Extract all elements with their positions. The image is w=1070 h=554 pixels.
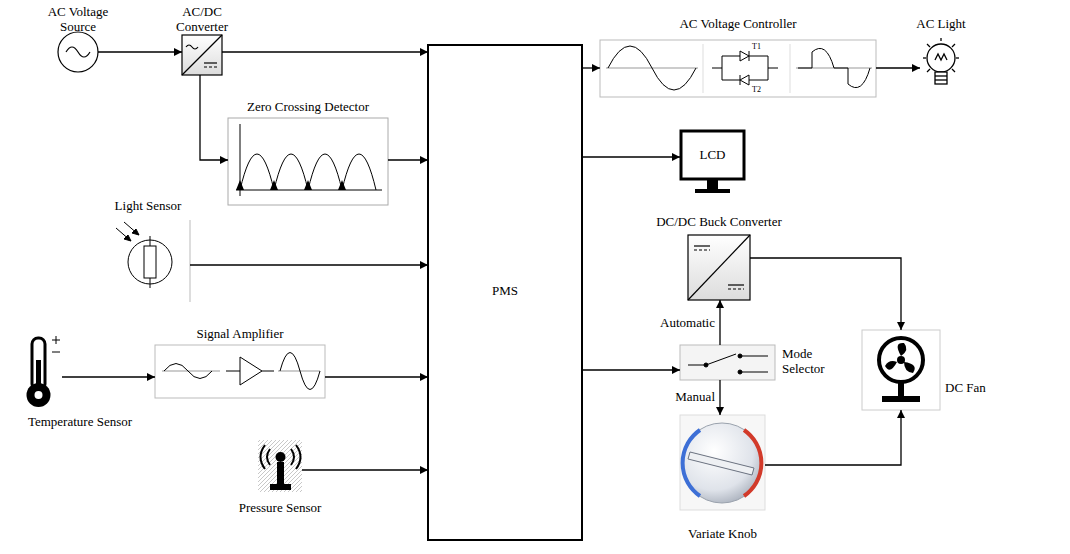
controller-node: AC Voltage Controller [600, 16, 876, 97]
thyristor-label: T2 [752, 85, 761, 94]
node-label: AC Voltage Source [43, 4, 113, 34]
shape-outline [182, 35, 222, 75]
node-label: Mode Selector [782, 346, 844, 376]
signal-arrow [765, 410, 901, 465]
node-label: Pressure Sensor [225, 500, 335, 515]
signal-arrow [302, 469, 428, 470]
thyristor-label: T1 [752, 42, 761, 51]
shape-outline [862, 330, 940, 410]
node-label: Light Sensor [103, 198, 193, 213]
fan-node: DC Fan [862, 330, 1001, 410]
buck-converter-symbol [688, 235, 750, 300]
source-node: AC Voltage Source [43, 4, 113, 72]
bulb-symbol [923, 38, 959, 84]
converter-node: AC/DC Converter [168, 4, 236, 75]
shape-outline [228, 118, 388, 205]
node-label: DC Fan [945, 380, 1001, 395]
shape-outline [680, 345, 775, 380]
signal-arrow [222, 51, 428, 52]
display-node: LCD [680, 130, 745, 180]
amplifier-node: Signal Amplifier [155, 326, 325, 398]
sensor-node: Light Sensor [103, 198, 193, 302]
edge-label: Automatic [632, 315, 716, 330]
node-label: AC Light [905, 16, 977, 31]
signal-arrow [98, 51, 182, 52]
light-node: AC Light [905, 16, 977, 93]
knob-node: Variate Knob [650, 415, 795, 541]
converter-node: DC/DC Buck Converter [630, 214, 808, 300]
thermometer-symbol [27, 336, 61, 407]
detector-node: Zero Crossing Detector [228, 99, 388, 205]
node-label: AC Voltage Controller [600, 16, 876, 31]
ldr-symbol [116, 220, 190, 302]
node-label: Signal Amplifier [155, 326, 325, 341]
node-label: LCD [680, 147, 745, 162]
switch-symbol [680, 345, 775, 380]
shape-outline [680, 415, 765, 510]
shape-outline [600, 40, 876, 97]
shape-outline [58, 32, 98, 72]
node-label: PMS [428, 283, 582, 298]
ac-source-symbol [58, 32, 98, 72]
amplifier-symbol [155, 345, 325, 398]
signal-arrow [582, 156, 680, 157]
knob-symbol [680, 415, 765, 510]
node-label: DC/DC Buck Converter [630, 214, 808, 229]
shape-outline [155, 345, 325, 398]
node-label: Variate Knob [650, 526, 795, 541]
signal-arrow [719, 300, 720, 345]
switch-node: Mode Selector [680, 345, 844, 380]
signal-arrow [200, 75, 228, 160]
shape-outline [688, 235, 750, 300]
controller-box: PMS [428, 45, 582, 540]
edge-label: Manual [632, 389, 716, 404]
shape-outline [258, 440, 302, 492]
node-label: Temperature Sensor [10, 414, 150, 429]
signal-arrow [582, 369, 680, 370]
monitor-symbol [681, 131, 744, 193]
fan-symbol [862, 330, 940, 410]
voltage-controller-symbol [600, 40, 876, 97]
signal-arrow [750, 258, 901, 330]
signal-arrow [719, 380, 720, 415]
signal-arrow [876, 67, 920, 68]
node-label: AC/DC Converter [168, 4, 236, 34]
signal-arrow [190, 264, 428, 265]
shape-outline [118, 222, 190, 302]
signal-arrow [582, 67, 600, 68]
shape-outline [22, 333, 62, 408]
sensor-node: Temperature Sensor [10, 333, 150, 429]
sensor-node: Pressure Sensor [225, 440, 335, 515]
node-label: Zero Crossing Detector [228, 99, 388, 114]
pressure-sensor-symbol [258, 440, 302, 492]
signal-arrow [62, 376, 155, 377]
signal-arrow [325, 376, 428, 377]
pms-box [428, 45, 582, 540]
converter-symbol [182, 35, 222, 75]
zero-crossing-waveform [228, 118, 388, 205]
signal-arrow [388, 159, 428, 160]
shape-outline [920, 38, 962, 93]
